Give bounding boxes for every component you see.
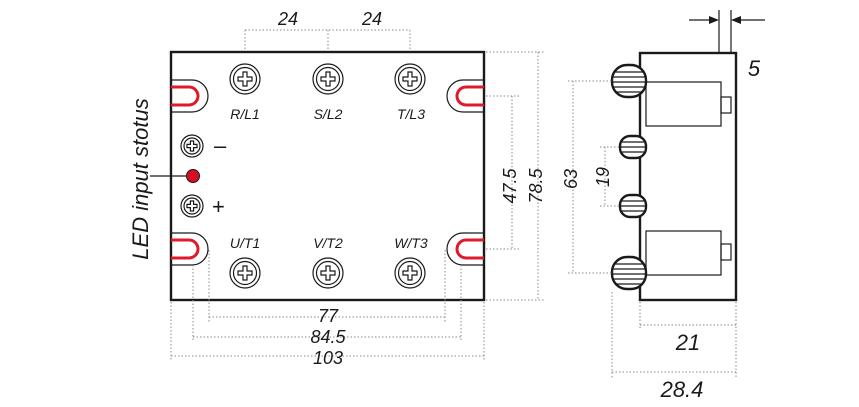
slot-bottom-left bbox=[171, 238, 200, 260]
terminal-label-s-l2: S/L2 bbox=[314, 106, 343, 122]
input-terminal-plus bbox=[180, 194, 204, 218]
relay-body bbox=[169, 50, 486, 302]
terminal-label-u-t1: U/T1 bbox=[230, 235, 260, 251]
width-dimensions: 77 84.5 103 bbox=[170, 250, 485, 368]
input-plus-sign: + bbox=[212, 194, 225, 219]
slot-bottom-right bbox=[455, 238, 484, 260]
dimension-84-5: 84.5 bbox=[310, 327, 346, 347]
side-screw-input-bottom-icon bbox=[618, 193, 648, 219]
dimension-103: 103 bbox=[313, 348, 343, 368]
terminal-label-w-t3: W/T3 bbox=[394, 235, 428, 251]
dimension-28-4: 28.4 bbox=[660, 377, 704, 402]
depth-dimensions: 21 28.4 bbox=[611, 292, 737, 402]
mounting-slots bbox=[171, 79, 484, 266]
bottom-red-tab bbox=[720, 243, 732, 261]
front-view: 24 24 bbox=[128, 9, 546, 368]
led-input-status-label: LED input stotus bbox=[128, 98, 153, 259]
terminal-screw-icon bbox=[312, 257, 344, 289]
dimension-47-5: 47.5 bbox=[500, 168, 520, 204]
dimension-78-5: 78.5 bbox=[526, 168, 546, 204]
dimension-5: 5 bbox=[748, 56, 761, 81]
input-minus-sign: – bbox=[214, 133, 227, 158]
terminal-screw-icon bbox=[394, 257, 426, 289]
thickness-dimension: 5 bbox=[689, 10, 765, 81]
top-spacing-dimension: 24 24 bbox=[244, 9, 411, 66]
side-height-dimension: 63 bbox=[561, 80, 612, 274]
terminal-screw-icon bbox=[229, 257, 261, 289]
dimension-21: 21 bbox=[675, 330, 700, 355]
slot-top-left bbox=[171, 85, 200, 107]
dimension-77: 77 bbox=[318, 306, 339, 326]
side-body bbox=[638, 51, 738, 302]
terminal-screw-icon bbox=[394, 63, 426, 95]
input-terminal-minus bbox=[180, 134, 204, 158]
top-red-tab bbox=[720, 96, 732, 114]
side-screw-bottom-icon bbox=[610, 255, 648, 291]
terminal-screw-icon bbox=[229, 63, 261, 95]
screw-terminals bbox=[229, 63, 426, 289]
terminal-label-t-l3: T/L3 bbox=[397, 106, 425, 122]
terminal-screw-icon bbox=[312, 63, 344, 95]
top-dimension-left: 24 bbox=[277, 9, 298, 29]
side-view: 5 bbox=[561, 10, 765, 402]
dimension-19: 19 bbox=[593, 167, 613, 187]
height-dimensions: 47.5 78.5 bbox=[486, 51, 546, 301]
dimension-63: 63 bbox=[561, 169, 581, 189]
slot-top-right bbox=[455, 85, 484, 107]
top-dimension-right: 24 bbox=[361, 9, 382, 29]
side-screw-top-icon bbox=[610, 63, 648, 99]
terminal-label-v-t2: V/T2 bbox=[313, 235, 343, 251]
input-spacing-dimension: 19 bbox=[593, 146, 620, 207]
led-indicator bbox=[186, 169, 200, 183]
terminal-label-r-l1: R/L1 bbox=[230, 106, 260, 122]
side-screw-input-top-icon bbox=[618, 134, 648, 160]
